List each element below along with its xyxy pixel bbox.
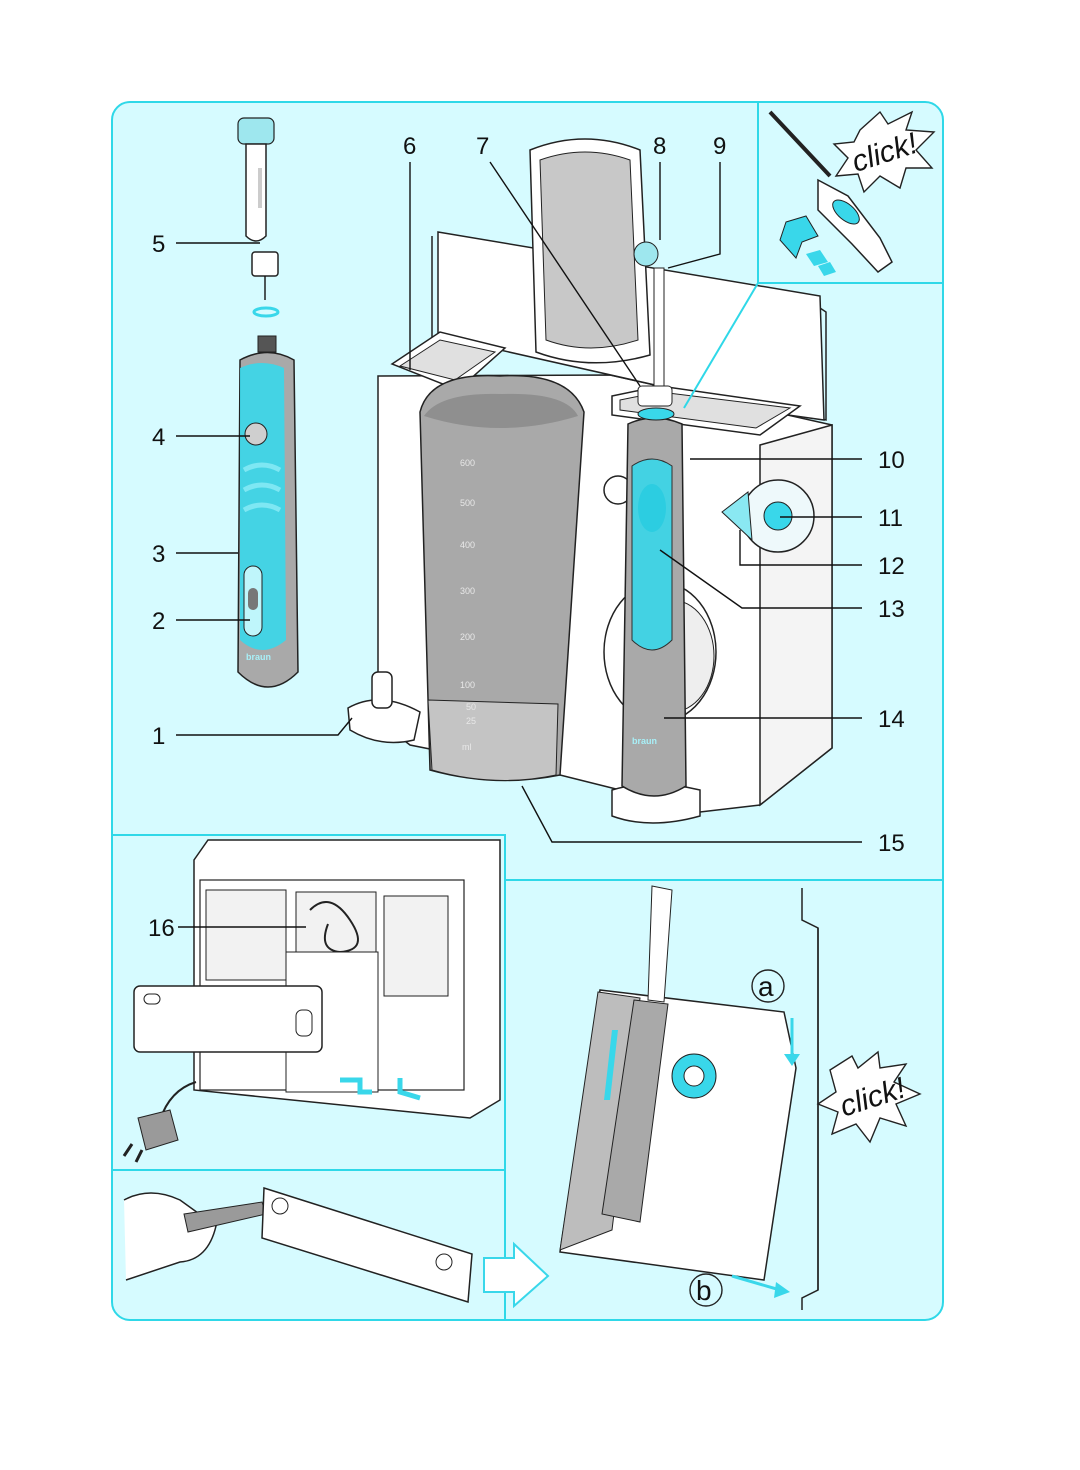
cup-tick-500: 500 [460,498,475,508]
cup-tick-100: 100 [460,680,475,690]
cup-tick-300: 300 [460,586,475,596]
callout-8: 8 [653,133,666,160]
callout-14: 14 [878,706,905,733]
callout-5: 5 [152,231,165,258]
cup-tick-50: 50 [466,702,476,712]
wall-mount-view: click! a b [559,885,922,1310]
cord-storage-view [122,839,501,1163]
handle-brand-label: braun [246,652,271,662]
panel-dividers [112,102,943,1320]
callout-3: 3 [152,541,165,568]
callout-2: 2 [152,608,165,635]
callout-16: 16 [148,915,175,942]
cup-tick-200: 200 [460,632,475,642]
callout-6: 6 [403,133,416,160]
docked-brand-label: braun [632,736,657,746]
step-letter-b: b [696,1275,712,1306]
nozzle-inset: click! [768,110,936,276]
callout-7: 7 [476,133,489,160]
cup-tick-25: 25 [466,716,476,726]
cup-tick-400: 400 [460,540,475,550]
cup-unit: ml [462,742,472,752]
cup-scale: 600 500 400 300 200 100 50 25 ml [460,458,476,752]
callout-4: 4 [152,424,165,451]
callout-10: 10 [878,447,905,474]
callout-15: 15 [878,830,905,857]
cup-tick-600: 600 [460,458,475,468]
connector-line [683,282,759,409]
callout-11: 11 [878,505,903,532]
step-letter-a: a [758,971,774,1002]
docked-handle: braun [611,241,701,824]
leader-lines [176,161,862,928]
measuring-cup: 600 500 400 300 200 100 50 25 ml [419,374,585,782]
screwdriver-view [123,1186,550,1309]
callout-13: 13 [878,596,905,623]
callout-numbers: 5 4 3 2 1 6 7 8 9 10 11 12 13 14 15 16 [148,133,905,942]
callout-1: 1 [152,723,165,750]
callout-9: 9 [713,133,726,160]
callout-12: 12 [878,553,905,580]
toothbrush-handle: braun [237,117,299,688]
